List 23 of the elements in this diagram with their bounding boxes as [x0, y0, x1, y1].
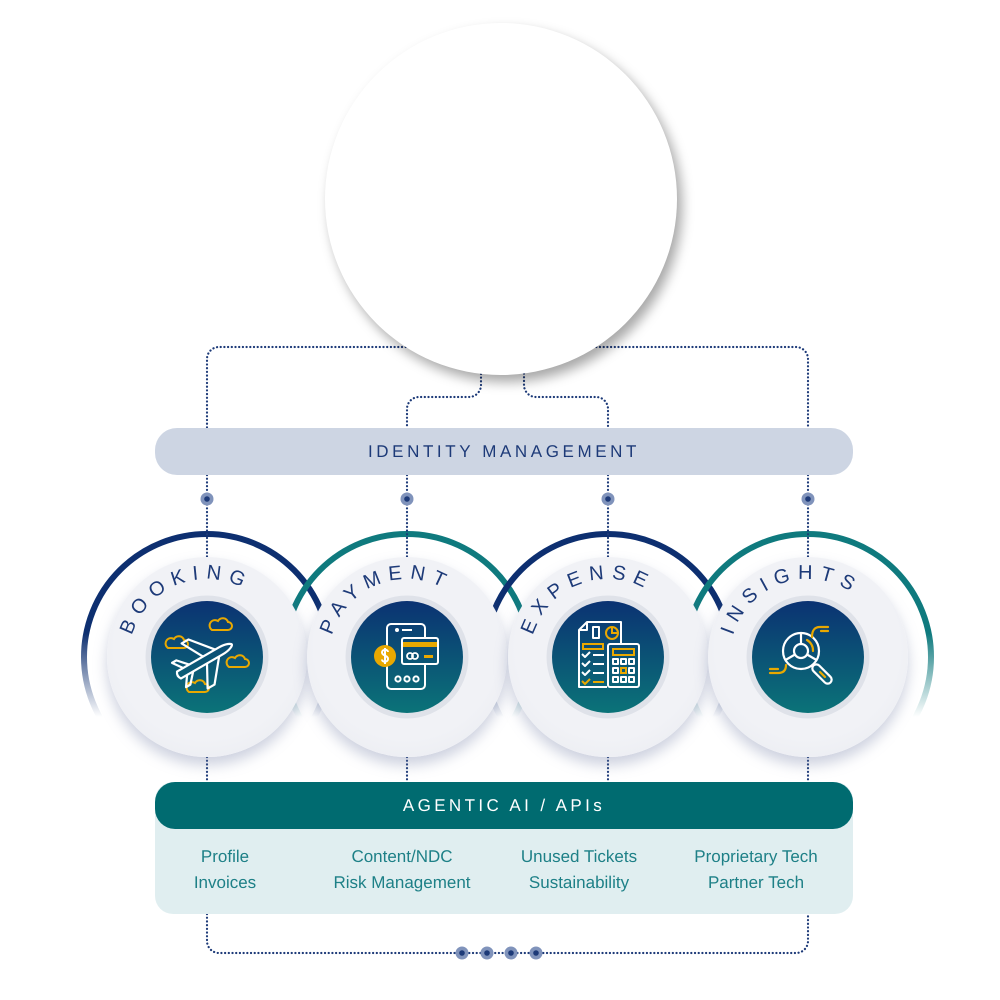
dotted-connector [206, 346, 407, 430]
list-item: Content/NDC [351, 846, 453, 868]
list-item: Invoices [194, 872, 256, 894]
list-item: Unused Tickets [520, 846, 638, 868]
dotted-connector [606, 756, 610, 784]
panel-heading: AGENTIC AI / APIs [155, 782, 853, 829]
dotted-connector [206, 474, 208, 558]
dotted-connector [406, 474, 408, 558]
dotted-connector [806, 474, 810, 558]
dotted-connector [206, 756, 208, 784]
list-item: Risk Management [334, 872, 470, 894]
dotted-connector [606, 474, 610, 558]
list-item: Proprietary Tech [694, 846, 818, 868]
dotted-connector [522, 372, 610, 430]
list-item: Partner Tech [708, 872, 804, 894]
list-item: Profile [200, 846, 250, 868]
dotted-connector [406, 756, 408, 784]
info-panel [155, 782, 853, 914]
dotted-connector [206, 912, 810, 954]
dotted-connector [595, 346, 810, 430]
dotted-connector [806, 756, 810, 784]
list-item: Sustainability [528, 872, 630, 894]
layer-band: IDENTITY MANAGEMENT [155, 428, 853, 475]
